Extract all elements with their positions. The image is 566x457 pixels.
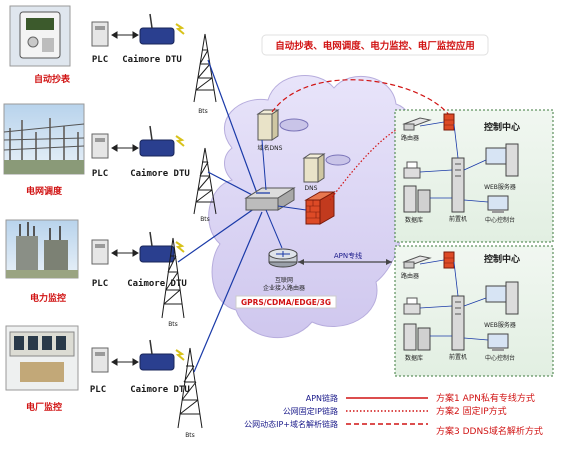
scenario-label-plant-monitoring: 电厂监控 [26,401,62,413]
dtu-label: Caimore DTU [130,384,190,395]
bts-tower-icon [193,33,217,103]
plc-label: PLC [92,279,108,289]
front-end-label: 前置机 [449,215,467,223]
bts-label: Bts [200,216,210,223]
web-server-icon [485,281,519,315]
bts-label: Bts [168,321,178,328]
bts-tower-icon [177,347,203,429]
front-end-server-icon [451,295,465,351]
scenario-label-grid-dispatch: 电网调度 [26,185,63,197]
cloud-icon [279,118,309,132]
control-center-top: 路由器 控制中心 前置机 WEB服务器 数据库 [401,113,520,224]
dtu-modem [139,231,185,263]
enterprise-router-icon [268,248,298,268]
web-server-label: WEB服务器 [484,183,516,191]
cc-router-label: 路由器 [401,134,419,142]
legend-scheme-label: 方案3 DDNS域名解析方式 [436,425,543,437]
core-switch-icon [244,187,296,211]
scenario-photo-transformer [5,219,79,279]
dns-server-icon [302,153,326,183]
plc-dtu-link [111,31,139,366]
database-icon [403,323,431,351]
database-label: 数据库 [405,354,423,362]
control-center-bottom: 路由器 控制中心 前置机 WEB服务器 数据库 中心控制台 [401,251,520,362]
plc-label: PLC [92,169,108,179]
dns-top-label: 域名DNS [258,144,283,152]
console-icon [487,195,509,213]
dtu-label: Caimore DTU [127,278,187,289]
apn-line-label: APN专线 [334,251,362,260]
plc-label: PLC [92,55,108,65]
front-end-server-icon [451,157,465,213]
dtu-modem [139,13,185,45]
cc-firewall-icon [443,251,455,269]
cloud-icon [325,154,351,166]
bts-tower-icon [193,147,217,215]
network-types-label: GPRS/CDMA/EDGE/3G [241,298,331,307]
console-icon [487,333,509,351]
front-end-label: 前置机 [449,353,467,361]
ddns-scheme-link [271,79,451,117]
control-center-title: 控制中心 [484,121,520,133]
dtu-modem [139,339,185,371]
page-title: 自动抄表、电网调度、电力监控、电厂监控应用 [275,40,475,52]
legend-scheme-label: 方案1 APN私有专线方式 [436,392,535,404]
control-center-box-top [394,109,554,243]
plc-label: PLC [90,385,106,395]
dtu-label: Caimore DTU [130,168,190,179]
bts-to-network-links [177,59,263,373]
cc-firewall-icon [443,113,455,131]
plc-device [91,21,109,47]
scenario-label-meter-reading: 自动抄表 [34,73,71,85]
dns-label: DNS [305,185,318,192]
apn-line: APN专线 [298,251,392,265]
cc-router-label: 路由器 [401,272,419,280]
web-server-label: WEB服务器 [484,321,516,329]
bts-label: Bts [198,108,208,115]
legend-link-label: APN链路 [306,393,338,403]
dtu-modem [139,125,185,157]
printer-icon [403,297,421,315]
console-label: 中心控制台 [485,216,515,224]
printer-icon [403,161,421,179]
bts-tower-icon [161,237,185,319]
router-label-line1: 互联网 [275,276,293,284]
bts-label: Bts [185,432,195,439]
legend: APN链路 公网固定IP链路 公网动态IP+域名解析链路 方案1 APN私有专线… [244,392,543,437]
internal-links [261,139,307,249]
dtu-label: Caimore DTU [122,54,182,65]
cc-router-icon [402,255,432,269]
scenario-photo-meter [9,5,71,67]
legend-link-label: 公网动态IP+域名解析链路 [244,419,338,429]
router-label-line2: 企业接入路由器 [263,284,305,292]
database-label: 数据库 [405,216,423,224]
title-banner: 自动抄表、电网调度、电力监控、电厂监控应用 [261,34,489,56]
scenario-photo-substation [3,103,85,175]
plc-device [91,347,109,373]
console-label: 中心控制台 [485,354,515,362]
web-server-icon [485,143,519,177]
cc-router-icon [402,117,432,131]
scenario-label-power-monitoring: 电力监控 [30,292,66,304]
control-center-title: 控制中心 [484,253,520,265]
network-types-box [235,295,337,309]
fixed-ip-scheme-link [329,129,397,201]
plc-device [91,239,109,265]
scenario-photo-control-room [5,325,79,391]
legend-link-label: 公网固定IP链路 [283,406,338,416]
legend-scheme-label: 方案2 固定IP方式 [436,405,507,417]
dns-server-icon [256,109,280,141]
plc-device [91,133,109,159]
database-icon [403,185,431,213]
control-center-box-bottom [394,245,554,377]
